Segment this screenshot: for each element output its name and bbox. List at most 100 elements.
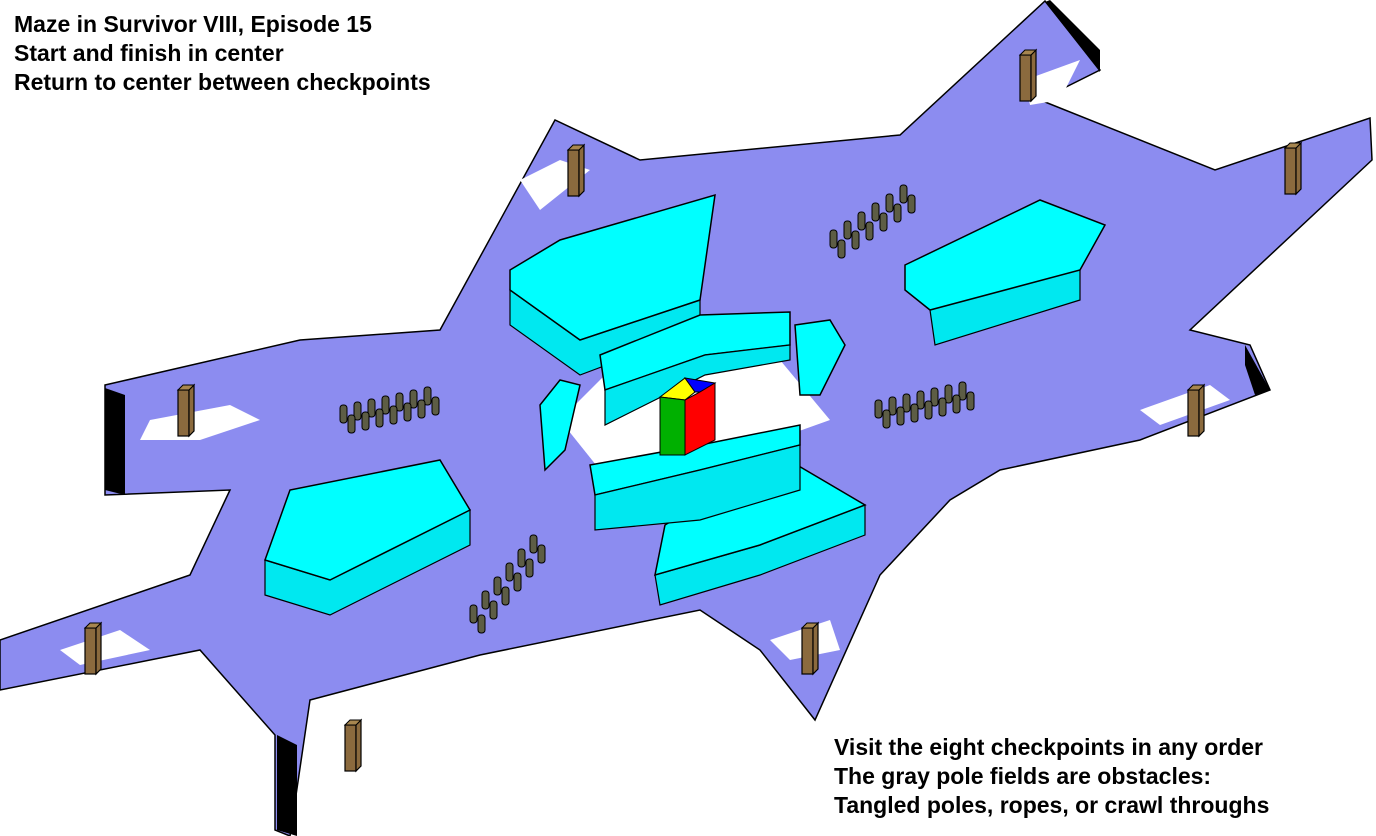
pole xyxy=(375,408,384,428)
checkpoint-post-side xyxy=(355,718,362,773)
checkpoint-post-top xyxy=(1186,384,1206,391)
pole xyxy=(907,194,916,214)
pole-field xyxy=(339,386,440,434)
cyan-block-northeast xyxy=(904,199,1107,346)
center-ring-south-face xyxy=(594,444,801,531)
checkpoint-post-face xyxy=(344,724,357,772)
pole xyxy=(339,404,348,424)
center-ring-north-face xyxy=(604,344,791,426)
checkpoint-post-side xyxy=(1030,48,1037,103)
pole xyxy=(893,203,902,223)
checkpoint-post xyxy=(1283,141,1303,196)
pole xyxy=(409,389,418,409)
note-line-start: Start and finish in center xyxy=(14,40,284,66)
pole xyxy=(381,395,390,415)
pole-field xyxy=(469,534,546,634)
pole xyxy=(902,393,911,413)
center-ring-east xyxy=(794,319,846,396)
note-line-obstacles: The gray pole fields are obstacles: xyxy=(834,763,1212,789)
floor-northeast xyxy=(1025,60,1080,105)
pole xyxy=(525,558,534,578)
checkpoint-post xyxy=(1186,383,1206,438)
checkpoint-post-face xyxy=(1019,54,1032,102)
pole xyxy=(843,220,852,240)
pole xyxy=(871,202,880,222)
cyan-blocks xyxy=(264,193,1107,616)
checkpoint-post-top xyxy=(343,719,363,726)
checkpoint-post-top xyxy=(83,622,103,629)
pole xyxy=(431,396,440,416)
pole xyxy=(517,548,526,568)
outer-wall-dark-face-north xyxy=(1045,0,1100,72)
bottom-caption: Visit the eight checkpoints in any order… xyxy=(834,733,1269,820)
pole xyxy=(501,586,510,606)
pole xyxy=(966,391,975,411)
checkpoint-post-top xyxy=(176,384,196,391)
checkpoint-post xyxy=(566,143,586,198)
checkpoint-post-top xyxy=(1018,49,1038,56)
pole xyxy=(865,221,874,241)
top-caption: Maze in Survivor VIII, Episode 15 Start … xyxy=(14,10,431,97)
pole xyxy=(958,381,967,401)
pole xyxy=(916,390,925,410)
pole xyxy=(944,384,953,404)
checkpoint-post-face xyxy=(1187,389,1200,437)
checkpoint-post-side xyxy=(812,621,819,676)
checkpoint-post-face xyxy=(84,627,97,675)
pole xyxy=(423,386,432,406)
floor-east xyxy=(1140,385,1230,425)
checkpoint-post-side xyxy=(1295,141,1302,196)
note-line-obstacle-types: Tangled poles, ropes, or crawl throughs xyxy=(834,792,1270,818)
pole xyxy=(529,534,538,554)
pole xyxy=(347,414,356,434)
pole xyxy=(469,604,478,624)
pole xyxy=(888,396,897,416)
checkpoint-post xyxy=(176,383,196,438)
pole xyxy=(837,239,846,259)
center-ring-west xyxy=(539,379,581,472)
checkpoint-post-side xyxy=(188,383,195,438)
checkpoint-post-top xyxy=(800,622,820,629)
pole xyxy=(829,229,838,249)
pole xyxy=(882,409,891,429)
pole-field xyxy=(829,184,916,259)
pole xyxy=(952,394,961,414)
checkpoint-post-top xyxy=(566,144,586,151)
pole xyxy=(851,230,860,250)
pole xyxy=(361,411,370,431)
floor-west xyxy=(140,405,260,440)
pole xyxy=(403,402,412,422)
cyan-block-southwest xyxy=(264,459,472,616)
pole xyxy=(389,405,398,425)
pole xyxy=(874,399,883,419)
pole xyxy=(537,544,546,564)
cyan-block-northwest-top xyxy=(509,193,716,341)
checkpoint-posts xyxy=(83,48,1303,773)
floor-southwest xyxy=(60,630,150,665)
pole xyxy=(505,562,514,582)
checkpoint-post-top xyxy=(1283,142,1303,149)
pole xyxy=(857,211,866,231)
cyan-block-northeast-top xyxy=(904,199,1107,311)
center-ring xyxy=(539,311,846,531)
pole xyxy=(885,193,894,213)
center-tower-green-face xyxy=(659,396,686,456)
pole-field xyxy=(874,381,975,429)
pole xyxy=(493,576,502,596)
pole xyxy=(477,614,486,634)
pole xyxy=(353,401,362,421)
pole-fields xyxy=(339,184,975,634)
checkpoint-post xyxy=(800,621,820,676)
checkpoint-post-face xyxy=(1284,147,1297,195)
outer-wall-dark-face-south xyxy=(277,735,297,836)
pole xyxy=(513,572,522,592)
pole xyxy=(930,387,939,407)
pole xyxy=(489,600,498,620)
pole xyxy=(417,399,426,419)
checkpoint-post xyxy=(83,621,103,676)
pole xyxy=(896,406,905,426)
outer-wall-dark-face-west xyxy=(105,388,125,495)
cyan-block-southwest-top xyxy=(264,459,472,581)
pole xyxy=(395,392,404,412)
